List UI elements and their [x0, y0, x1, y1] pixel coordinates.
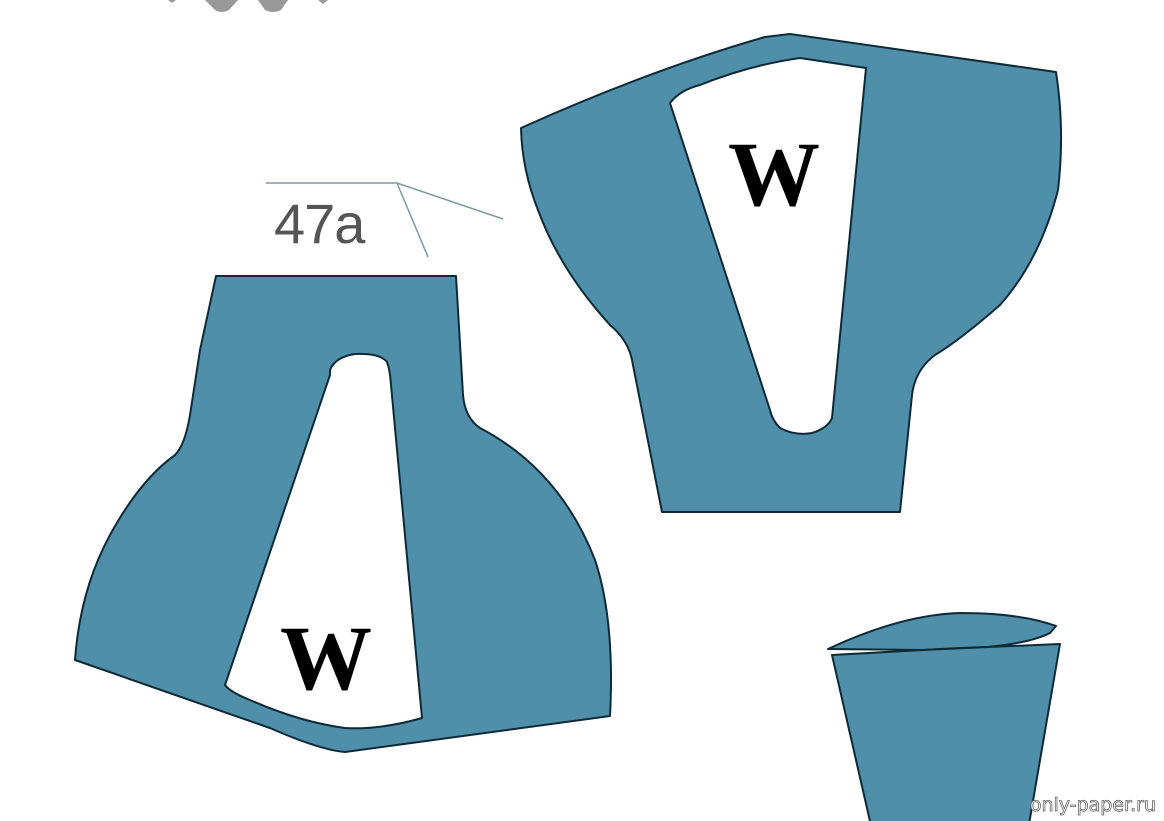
part-number-label: 47a: [274, 192, 365, 255]
bottom-piece-lens: [827, 612, 1057, 651]
right-piece-label: W: [728, 123, 820, 225]
bottom-piece: [827, 612, 1061, 821]
right-piece: [520, 33, 1063, 513]
left-piece-cutout: [223, 352, 424, 730]
right-piece-cutout: [668, 56, 868, 435]
leader-line: [396, 182, 429, 258]
left-piece: [74, 275, 612, 753]
bottom-piece-body: [831, 643, 1061, 821]
partial-tab: [318, 0, 328, 4]
part-number-leader: [266, 182, 504, 258]
partial-tab: [258, 0, 288, 12]
watermark: only-paper.ru: [1029, 794, 1156, 816]
left-piece-label: W: [280, 607, 372, 709]
partial-tab: [168, 0, 176, 3]
top-partial-piece: [168, 0, 328, 12]
partial-tab: [205, 0, 238, 12]
